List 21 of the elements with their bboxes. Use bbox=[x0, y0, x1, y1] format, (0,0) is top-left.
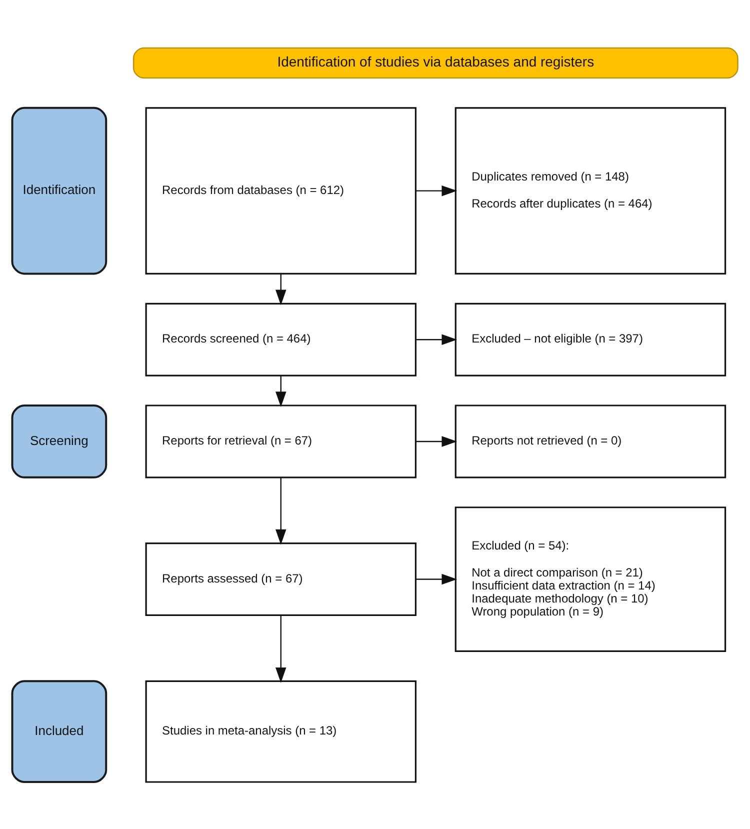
arrow bbox=[275, 273, 286, 305]
node-box: Excluded (n = 54): Not a direct comparison (n = 21) Insufficient data extraction (n = 14) Inadequate methodology (n = 10) Wrong population (n = 9) bbox=[454, 506, 726, 652]
arrow bbox=[416, 573, 458, 584]
node-box: Excluded – not eligible (n = 397) bbox=[454, 302, 726, 376]
node-box: Duplicates removed (n = 148) Records after duplicates (n = 464) bbox=[454, 106, 726, 274]
arrow bbox=[275, 375, 286, 407]
node-box: Records screened (n = 464) bbox=[145, 302, 416, 376]
node-box: Records from databases (n = 612) bbox=[145, 106, 416, 274]
arrow bbox=[275, 476, 286, 544]
node-box: Reports assessed (n = 67) bbox=[145, 542, 416, 616]
arrow bbox=[416, 334, 458, 344]
node-box: Screening bbox=[11, 404, 108, 478]
arrow bbox=[416, 436, 458, 446]
arrow bbox=[416, 184, 458, 196]
node-box: Included bbox=[11, 680, 108, 782]
node-box: Reports for retrieval (n = 67) bbox=[145, 404, 416, 478]
node-box: Identification of studies via databases and registers bbox=[132, 46, 738, 78]
node-box: Reports not retrieved (n = 0) bbox=[454, 404, 726, 478]
arrow bbox=[275, 615, 286, 682]
node-box: Studies in meta-analysis (n = 13) bbox=[145, 680, 416, 782]
node-box: Identification bbox=[11, 106, 108, 274]
